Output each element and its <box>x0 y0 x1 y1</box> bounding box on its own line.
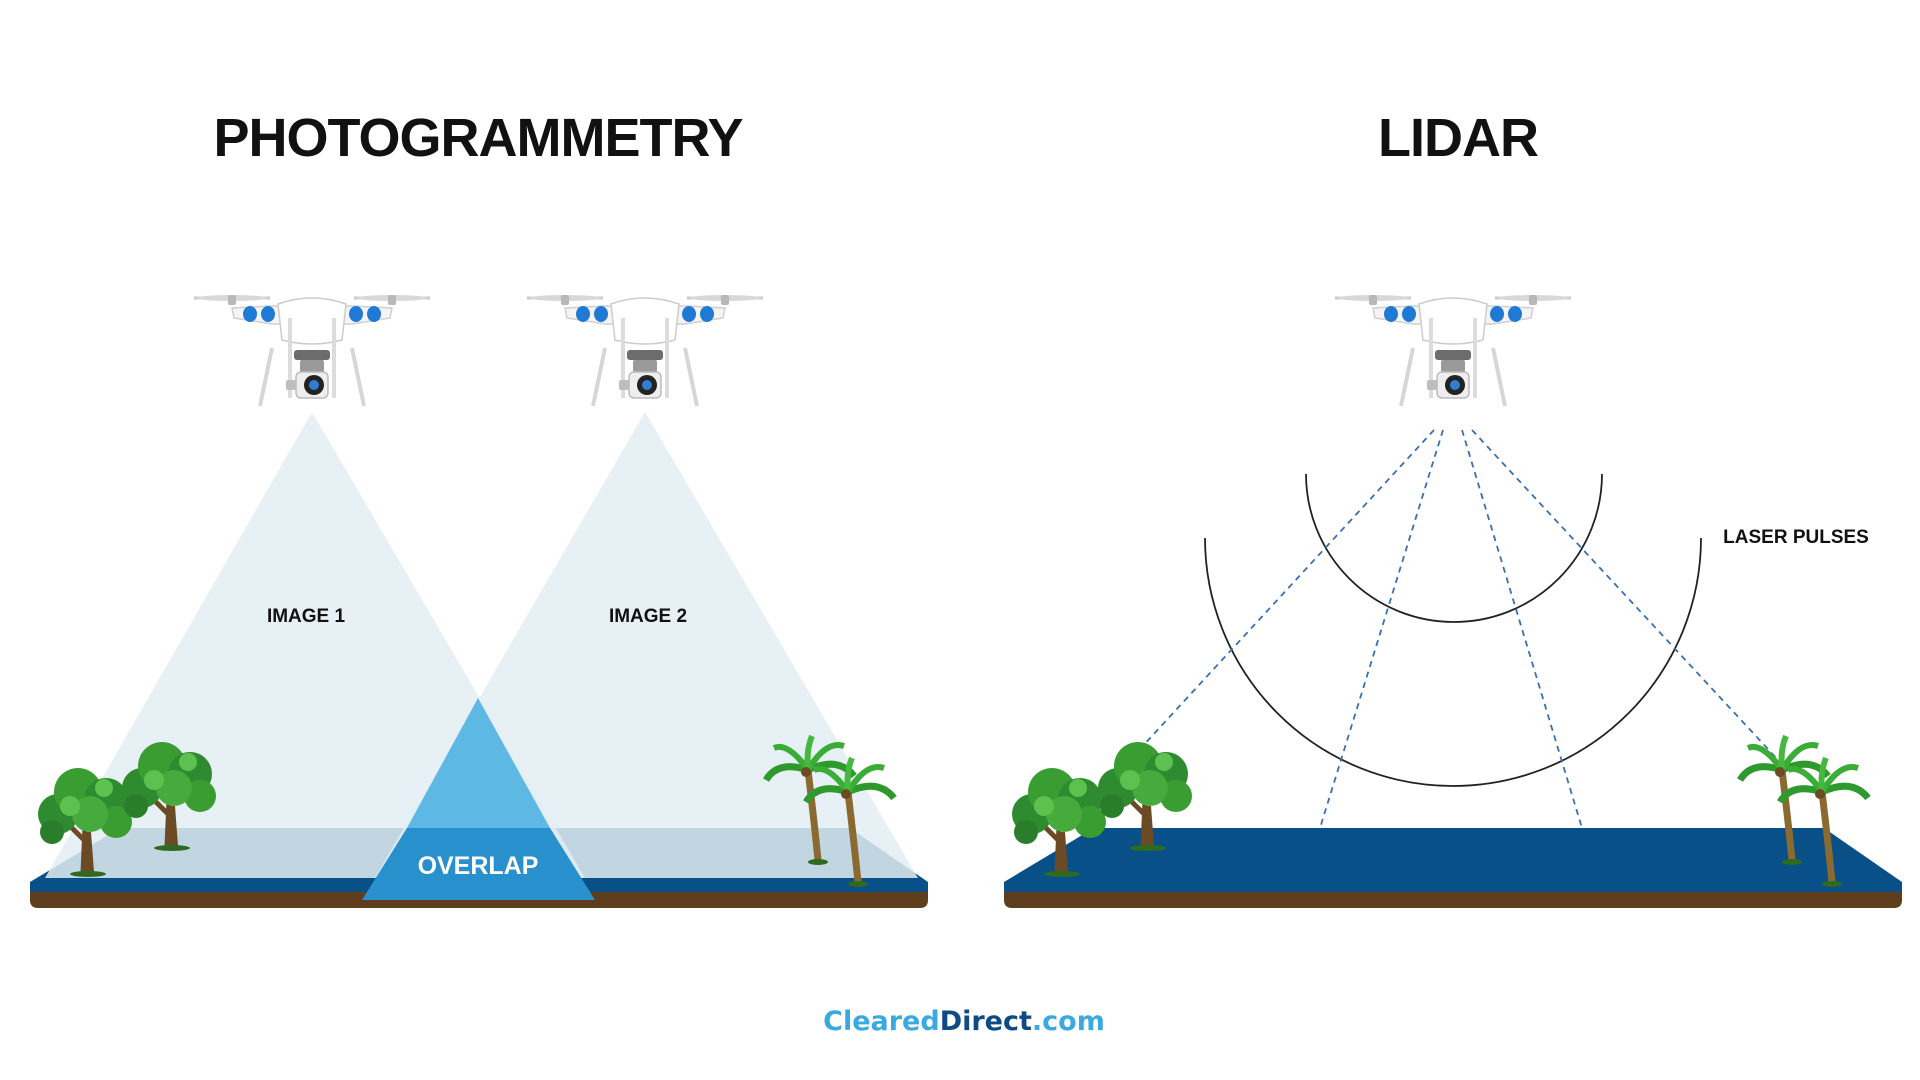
drone-icon <box>192 293 432 408</box>
photogrammetry-panel: IMAGE 1 IMAGE 2 OVERLAP <box>30 293 928 908</box>
lidar-panel: LASER PULSES <box>1004 293 1902 908</box>
brand-logo: ClearedDirect.com <box>823 1006 1105 1037</box>
image2-label: IMAGE 2 <box>609 606 687 627</box>
image1-label: IMAGE 1 <box>267 606 346 627</box>
brand-part-2: Direct <box>940 1006 1032 1037</box>
laser-beam <box>1127 429 1435 763</box>
pulse-arc-inner <box>1305 473 1603 623</box>
drone-icon <box>525 293 765 408</box>
overlap-area-top <box>407 698 550 828</box>
lidar-title: LIDAR <box>1378 108 1538 168</box>
laser-beam <box>1319 429 1444 829</box>
laser-beam <box>1461 429 1583 829</box>
ground-surface <box>1004 828 1902 892</box>
laser-beam <box>1471 429 1781 763</box>
brand-part-1: Cleared <box>823 1006 940 1037</box>
photogrammetry-title: PHOTOGRAMMETRY <box>213 108 743 168</box>
laser-pulses-label: LASER PULSES <box>1723 527 1869 548</box>
laser-beams <box>1127 429 1781 829</box>
overlap-label: OVERLAP <box>418 852 539 880</box>
ground-soil <box>1004 890 1902 908</box>
overlap-area-bottom <box>362 828 595 900</box>
brand-part-3: .com <box>1032 1006 1105 1037</box>
drone-icon <box>1333 293 1573 408</box>
pulse-arc-outer <box>1204 537 1702 787</box>
